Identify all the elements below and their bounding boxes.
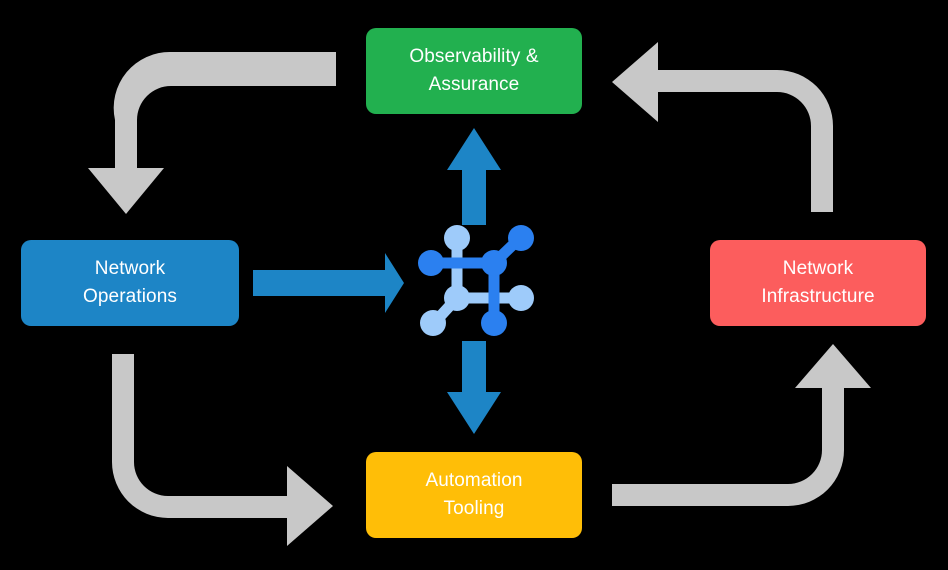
arrow-operations-to-automation xyxy=(112,354,333,546)
node-label-infrastructure: Network Infrastructure xyxy=(761,258,875,307)
arrow-center-to-automation xyxy=(447,341,501,434)
node-label-operations: Network Operations xyxy=(83,258,177,307)
node-box-automation[interactable]: Automation Tooling xyxy=(366,452,582,538)
node-label-observability: Observability & Assurance xyxy=(409,46,539,95)
node-box-observability[interactable]: Observability & Assurance xyxy=(366,28,582,114)
arrow-automation-to-infrastructure xyxy=(612,344,871,506)
arrow-observability-to-operations xyxy=(88,51,336,215)
network-icon-primary-nodes xyxy=(418,225,534,336)
arrow-center-to-observability xyxy=(447,128,501,225)
node-box-infrastructure[interactable]: Network Infrastructure xyxy=(710,240,926,326)
node-label-automation: Automation Tooling xyxy=(425,470,523,519)
arrow-operations-to-center xyxy=(253,253,404,313)
node-box-operations[interactable]: Network Operations xyxy=(21,240,239,326)
network-icon-secondary-links xyxy=(427,234,527,328)
network-icon-secondary-nodes xyxy=(420,225,534,336)
arrow-infrastructure-to-observability xyxy=(612,42,833,212)
network-icon-primary-links xyxy=(426,232,526,328)
